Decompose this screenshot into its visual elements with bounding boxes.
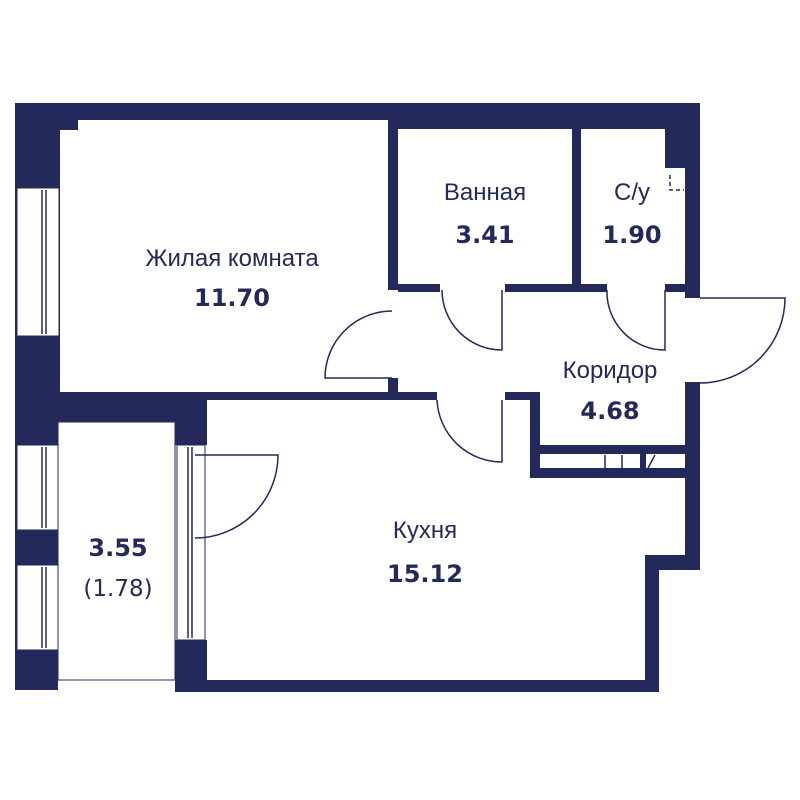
entrance-door (699, 297, 786, 384)
balcony-window-1 (16, 444, 59, 531)
wc-name: С/у (614, 179, 650, 206)
kitchen-name: Кухня (393, 517, 457, 544)
balcony-area: 3.55 (88, 534, 147, 562)
corridor-area: 4.68 (580, 397, 639, 425)
balcony-reduced-area: (1.78) (83, 576, 152, 602)
labels: Жилая комната 11.70 Ванная 3.41 С/у 1.90… (83, 179, 661, 602)
living-window (16, 187, 60, 337)
balcony-outline (57, 421, 176, 681)
kitchen-door (436, 399, 503, 463)
wc-door (606, 289, 666, 351)
balcony-door (194, 454, 279, 539)
bath-door (441, 289, 503, 351)
wc-hatch (669, 175, 684, 191)
kitchen-window (176, 444, 206, 641)
wc-area: 1.90 (602, 221, 661, 249)
bath-area: 3.41 (455, 221, 514, 249)
bath-name: Ванная (444, 179, 526, 206)
doors (194, 128, 786, 539)
living-room-name: Жилая комната (145, 245, 319, 272)
living-room-area: 11.70 (194, 284, 270, 312)
living-door (324, 310, 393, 379)
kitchen-area: 15.12 (387, 560, 463, 588)
corridor-name: Коридор (563, 357, 658, 384)
balcony-window-2 (16, 564, 59, 651)
wc-fixture (668, 128, 685, 166)
windows (16, 187, 206, 681)
